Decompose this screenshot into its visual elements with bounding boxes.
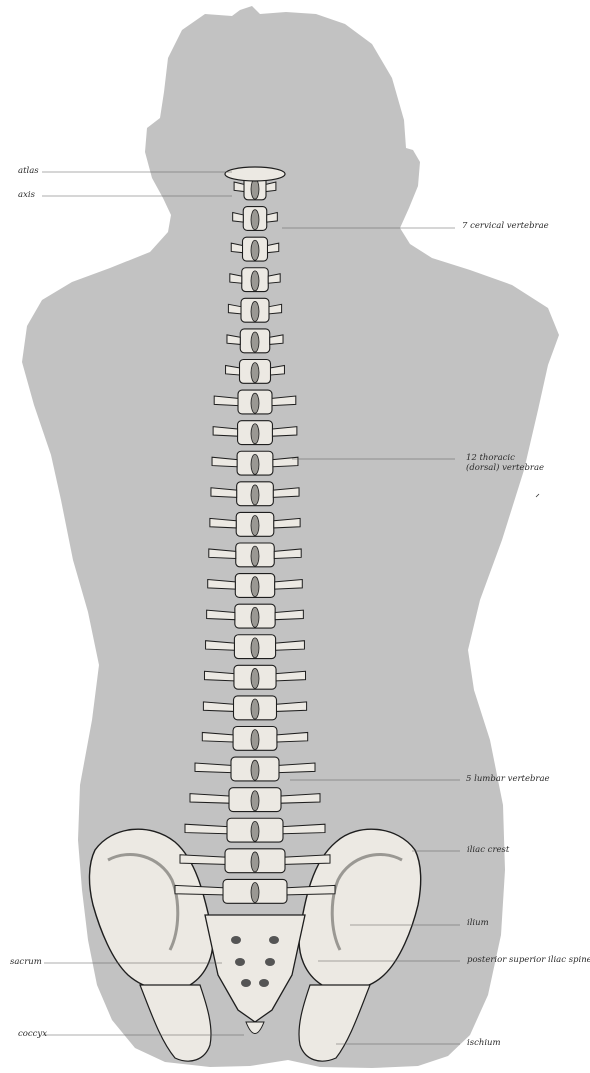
spinous-process-5 xyxy=(251,301,259,321)
label-ischium: ischium xyxy=(467,1038,501,1048)
label-psis: posterior superior iliac spine xyxy=(467,955,590,965)
spinous-process-3 xyxy=(251,240,259,260)
spinous-process-4 xyxy=(251,271,259,291)
spinous-process-16 xyxy=(251,638,259,658)
label-atlas: atlas xyxy=(18,166,39,176)
sacral-foramen-1 xyxy=(231,936,241,944)
sacral-foramen-2 xyxy=(269,936,279,944)
spinous-process-2 xyxy=(251,210,259,230)
spinous-process-24 xyxy=(251,883,259,903)
spinous-process-14 xyxy=(251,577,259,597)
label-ilium: ilium xyxy=(467,918,489,928)
sacral-foramen-6 xyxy=(259,979,269,987)
spinous-process-22 xyxy=(251,821,259,841)
spinous-process-11 xyxy=(251,485,259,505)
label-iliac-crest: iliac crest xyxy=(467,845,509,855)
spinous-process-13 xyxy=(251,546,259,566)
spinous-process-8 xyxy=(251,393,259,413)
spinous-process-6 xyxy=(251,332,259,352)
spinous-process-21 xyxy=(251,791,259,811)
label-axis: axis xyxy=(18,190,35,200)
spinous-process-15 xyxy=(251,607,259,627)
spinous-process-19 xyxy=(251,730,259,750)
label-thoracic-1: 12 thoracic xyxy=(466,453,515,463)
label-coccyx: coccyx xyxy=(18,1029,47,1039)
spinous-process-12 xyxy=(251,516,259,536)
sacral-foramen-4 xyxy=(265,958,275,966)
spinous-process-10 xyxy=(251,454,259,474)
spinous-process-18 xyxy=(251,699,259,719)
spinous-process-1 xyxy=(251,179,259,199)
spinous-process-20 xyxy=(251,760,259,780)
spinous-process-7 xyxy=(251,363,259,383)
spinous-process-23 xyxy=(251,852,259,872)
label-lumbar: 5 lumbar vertebrae xyxy=(466,774,550,784)
sacral-foramen-5 xyxy=(241,979,251,987)
label-cervical: 7 cervical vertebrae xyxy=(462,221,549,231)
stray-mark xyxy=(536,494,539,497)
label-sacrum: sacrum xyxy=(10,957,42,967)
spinous-process-17 xyxy=(251,668,259,688)
atlas-ring xyxy=(225,167,285,181)
label-thoracic-2: (dorsal) vertebrae xyxy=(466,463,544,473)
sacral-foramen-3 xyxy=(235,958,245,966)
spinous-process-9 xyxy=(251,424,259,444)
